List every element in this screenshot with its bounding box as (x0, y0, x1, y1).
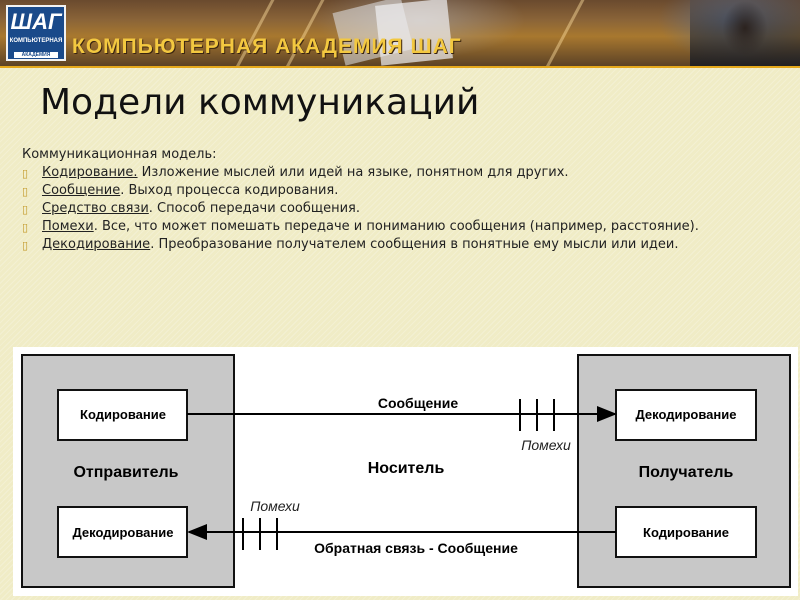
list-item: ▯ Кодирование. Изложение мыслей или идей … (22, 165, 792, 181)
receiver-encode-label: Кодирование (643, 525, 729, 540)
term-decoding: Декодирование (42, 237, 151, 252)
communication-diagram: Кодирование Отправитель Декодирование Де… (13, 347, 798, 596)
sender-decode-label: Декодирование (72, 525, 173, 540)
sender-encode-box (57, 389, 188, 441)
slide-title: Модели коммуникаций (40, 82, 480, 123)
term-encoding: Кодирование. (42, 165, 138, 180)
list-item: ▯ Средство связи. Способ передачи сообщен… (22, 201, 792, 217)
bullet-list: ▯ Кодирование. Изложение мыслей или идей … (22, 165, 792, 253)
banner-title: КОМПЬЮТЕРНАЯ АКАДЕМИЯ ШАГ (72, 35, 462, 58)
diagram-svg: Кодирование Отправитель Декодирование Де… (21, 354, 791, 588)
sender-decode-box (57, 506, 188, 558)
slide-content: Коммуникационная модель: ▯ Кодирование. И… (22, 147, 792, 255)
list-item: ▯ Сообщение. Выход процесса кодирования. (22, 183, 792, 199)
logo-mark: ШАГ (10, 9, 62, 34)
bullet-icon: ▯ (22, 167, 29, 180)
receiver-decode-box (615, 389, 757, 441)
bullet-icon: ▯ (22, 185, 29, 198)
medium-label: Носитель (368, 460, 445, 477)
sender-encode-label: Кодирование (80, 407, 166, 422)
banner-light-streak (532, 0, 591, 66)
list-item: ▯ Помехи. Все, что может помешать передач… (22, 219, 792, 235)
logo-subtitle-2: АКАДЕМИЯ (14, 52, 58, 58)
receiver-decode-label: Декодирование (635, 407, 736, 422)
bullet-icon: ▯ (22, 221, 29, 234)
definition-text: . Способ передачи сообщения. (148, 201, 361, 216)
noise-top-label: Помехи (521, 437, 571, 453)
intro-text: Коммуникационная модель: (22, 147, 217, 162)
banner-person-image (690, 0, 800, 66)
logo-subtitle: КОМПЬЮТЕРНАЯ (9, 38, 63, 44)
list-item: ▯ Декодирование. Преобразование получател… (22, 237, 792, 253)
feedback-label: Обратная связь - Сообщение (314, 540, 518, 556)
header-banner: ШАГ КОМПЬЮТЕРНАЯ АКАДЕМИЯ КОМПЬЮТЕРНАЯ А… (0, 0, 800, 68)
definition-text: . Все, что может помешать передаче и пон… (93, 219, 699, 234)
receiver-label: Получатель (639, 464, 734, 481)
term-message: Сообщение (42, 183, 121, 198)
term-noise: Помехи (42, 219, 94, 234)
sender-label: Отправитель (73, 464, 178, 481)
definition-text: Изложение мыслей или идей на языке, поня… (137, 165, 569, 180)
definition-text: . Выход процесса кодирования. (120, 183, 339, 198)
term-channel: Средство связи (42, 201, 149, 216)
bullet-icon: ▯ (22, 203, 29, 216)
bullet-icon: ▯ (22, 239, 29, 252)
noise-bottom-label: Помехи (250, 498, 300, 514)
message-label: Сообщение (378, 395, 459, 411)
definition-text: . Преобразование получателем сообщения в… (150, 237, 679, 252)
academy-logo: ШАГ КОМПЬЮТЕРНАЯ АКАДЕМИЯ (6, 5, 66, 61)
